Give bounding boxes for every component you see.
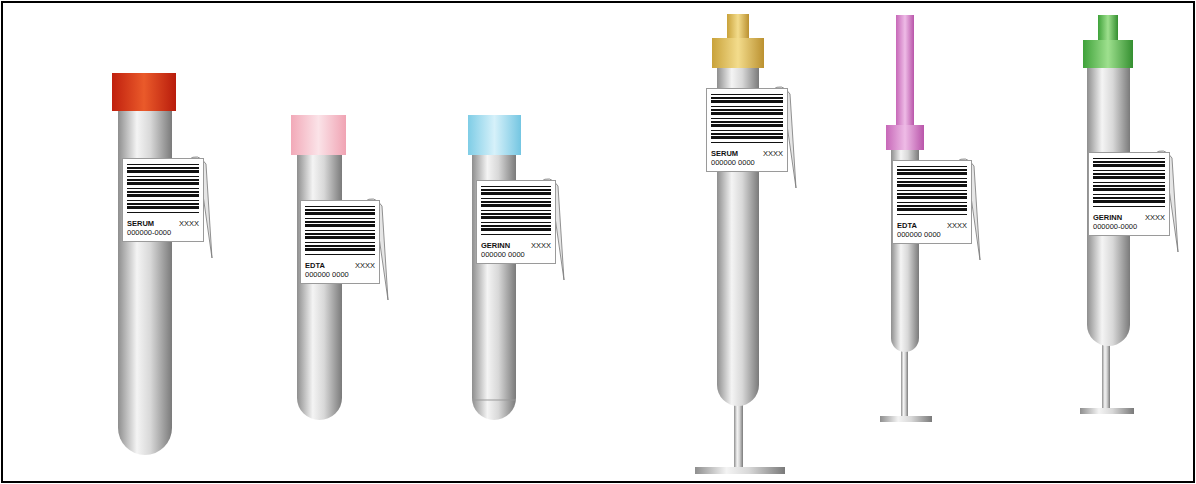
- tube-label: EDTA XXXX000000 0000: [300, 200, 380, 284]
- patient-code: XXXX: [531, 241, 551, 250]
- label-header: SERUM XXXX: [711, 149, 783, 158]
- tube-label: GERINN XXXX000000-0000: [1088, 152, 1170, 236]
- sample-type: GERINN: [481, 241, 510, 250]
- patient-code: XXXX: [355, 261, 375, 270]
- label-header: GERINN XXXX: [1093, 213, 1165, 222]
- sample-type: SERUM: [127, 219, 154, 228]
- sample-number: 000000 0000: [897, 230, 967, 239]
- label-header: GERINN XXXX: [481, 241, 551, 250]
- label-header: EDTA XXXX: [305, 261, 375, 270]
- barcode: [305, 204, 375, 258]
- label-header: SERUM XXXX: [127, 219, 199, 228]
- sample-number: 000000-0000: [127, 228, 199, 237]
- sample-number: 000000 0000: [481, 250, 551, 259]
- patient-code: XXXX: [179, 219, 199, 228]
- barcode: [897, 164, 967, 218]
- tube-label: EDTA XXXX000000 0000: [892, 160, 972, 244]
- sample-type: EDTA: [305, 261, 325, 270]
- barcode: [481, 184, 551, 238]
- sample-number: 000000 0000: [305, 270, 375, 279]
- sample-type: GERINN: [1093, 213, 1122, 222]
- sample-type: EDTA: [897, 221, 917, 230]
- tube-label: SERUM XXXX000000-0000: [122, 158, 204, 242]
- sample-number: 000000 0000: [711, 158, 783, 167]
- sample-type: SERUM: [711, 149, 738, 158]
- patient-code: XXXX: [763, 149, 783, 158]
- patient-code: XXXX: [947, 221, 967, 230]
- sample-number: 000000-0000: [1093, 222, 1165, 231]
- barcode: [127, 162, 199, 216]
- patient-code: XXXX: [1145, 213, 1165, 222]
- tube-label: GERINN XXXX000000 0000: [476, 180, 556, 264]
- label-header: EDTA XXXX: [897, 221, 967, 230]
- tube-label: SERUM XXXX000000 0000: [706, 88, 788, 172]
- barcode: [1093, 156, 1165, 210]
- barcode: [711, 92, 783, 146]
